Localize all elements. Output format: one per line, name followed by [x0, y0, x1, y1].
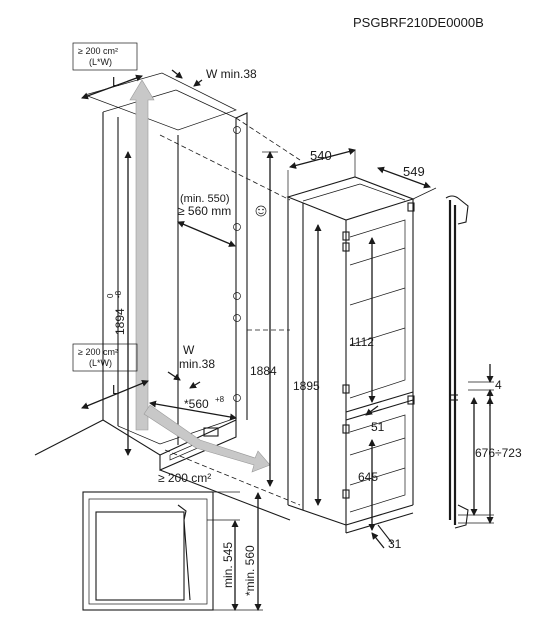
- gap-51-dimension: 51: [365, 405, 385, 434]
- appliance-body: [286, 176, 415, 534]
- niche-cabinet: [34, 72, 291, 521]
- appliance-front-height-dimension: 1884: [250, 151, 278, 487]
- upper-door-height-value: 1112: [349, 335, 374, 349]
- niche-height-tol-lower: -8: [114, 290, 123, 298]
- door-gap-4-dimension: 4: [468, 364, 502, 406]
- section-min-545: min. 545: [221, 542, 235, 588]
- bottom-31-dimension: 31: [371, 524, 402, 551]
- appliance-front-height-value: 1884: [250, 364, 277, 378]
- niche-height-dimension: 1894 0 -8: [106, 151, 132, 456]
- lower-door-height-value: 645: [358, 470, 378, 484]
- door-range-dimension: 676÷723: [458, 397, 522, 524]
- L-top-label: L: [112, 74, 119, 89]
- appliance-width-depth-dimensions: 540 549: [287, 148, 437, 200]
- niche-height-value: 1894: [113, 308, 127, 335]
- gap-51-value: 51: [371, 420, 385, 434]
- niche-depth-value: ≥ 560 mm: [178, 204, 231, 218]
- niche-width-value: *560: [184, 397, 209, 411]
- W-mid-sublabel: min.38: [179, 357, 215, 371]
- airflow-arrows: [129, 79, 271, 473]
- appliance-depth-value: 549: [403, 164, 425, 179]
- vent-area-top-label: ≥ 200 cm²: [78, 46, 118, 56]
- W-mid-label: W: [183, 343, 195, 357]
- niche-height-tol-upper: 0: [106, 293, 115, 298]
- door-range-value: 676÷723: [475, 446, 522, 460]
- L-mid-label: L: [112, 382, 119, 397]
- door-panel-side-view: [445, 195, 469, 529]
- niche-width-dimension: *560 +8: [149, 395, 237, 421]
- door-gap-4-value: 4: [495, 378, 502, 392]
- upper-door-height-dimension: 1112: [349, 237, 376, 403]
- vent-area-mid-sublabel: (L*W): [89, 358, 112, 368]
- bottom-31-value: 31: [388, 537, 402, 551]
- niche-depth-min: (min. 550): [180, 193, 230, 205]
- vent-area-top-box: ≥ 200 cm² (L*W): [72, 42, 138, 71]
- projection-lines: [102, 112, 301, 506]
- section-min-560: *min. 560: [243, 545, 257, 596]
- lower-door-height-dimension: 645: [358, 439, 378, 531]
- appliance-width-value: 540: [310, 148, 332, 163]
- W-top-label: W min.38: [206, 67, 257, 81]
- appliance-height-dimension: 1895: [293, 224, 322, 506]
- vent-area-mid-label: ≥ 200 cm²: [78, 347, 118, 357]
- niche-width-tol: +8: [215, 395, 225, 404]
- section-view: min. 545 *min. 560: [82, 491, 263, 611]
- model-code: PSGBRF210DE0000B: [353, 15, 484, 30]
- vent-area-top-sublabel: (L*W): [89, 57, 112, 67]
- top-vent-dimensions: L W min.38: [81, 67, 257, 100]
- appliance-height-value: 1895: [293, 379, 320, 393]
- vent-area-bottom-label: ≥ 200 cm²: [158, 471, 211, 485]
- niche-depth-dimension: (min. 550) ≥ 560 mm: [177, 193, 267, 247]
- vent-area-mid-box: ≥ 200 cm² (L*W): [72, 343, 138, 372]
- smiley-icon: [255, 205, 267, 217]
- mid-vent-dimensions: L W min.38: [81, 343, 215, 409]
